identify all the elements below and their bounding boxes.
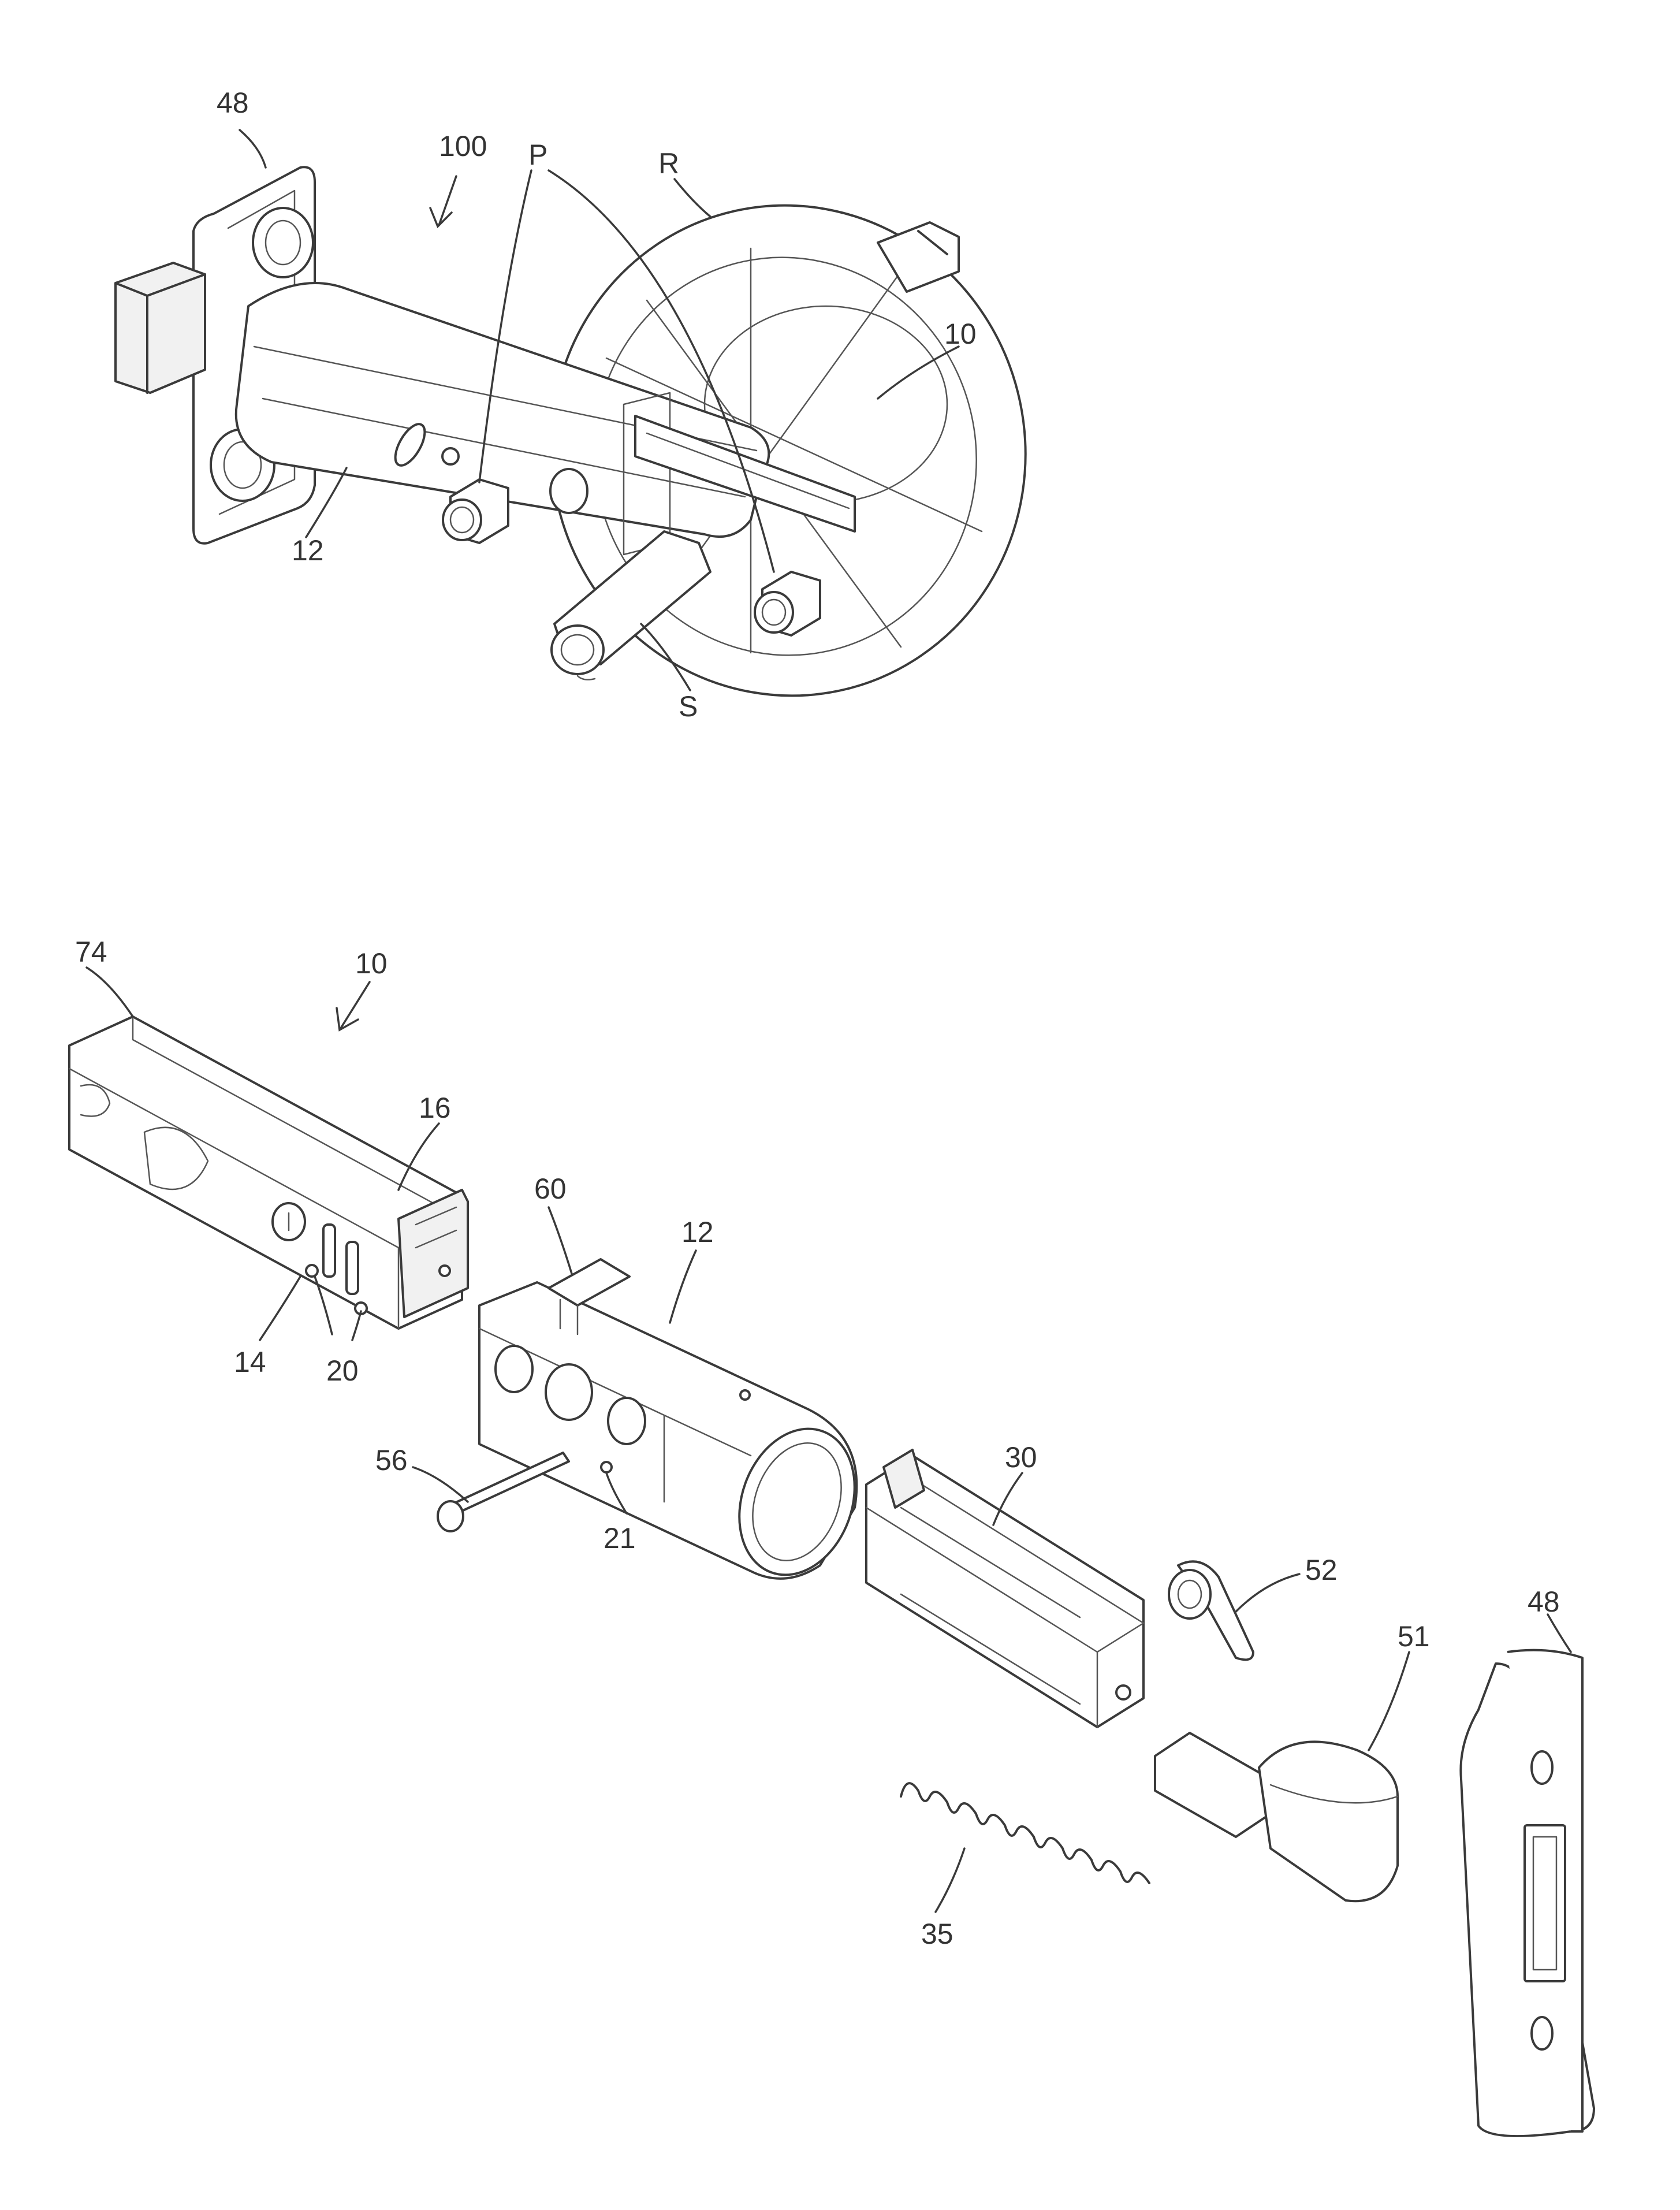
leader-60 bbox=[549, 1207, 572, 1274]
label-20: 20 bbox=[326, 1355, 359, 1387]
leader-r bbox=[675, 179, 710, 217]
label-10-top: 10 bbox=[944, 318, 977, 350]
frame-74 bbox=[69, 1017, 468, 1329]
leader-52 bbox=[1236, 1574, 1299, 1612]
leader-12-bottom bbox=[670, 1251, 696, 1323]
label-14: 14 bbox=[234, 1346, 266, 1378]
label-48-bottom: 48 bbox=[1528, 1586, 1560, 1618]
leader-14 bbox=[260, 1277, 300, 1340]
leader-35 bbox=[936, 1848, 964, 1912]
leader-48-bottom bbox=[1548, 1614, 1571, 1652]
cam-52 bbox=[1169, 1561, 1253, 1660]
label-21: 21 bbox=[604, 1522, 636, 1554]
label-74: 74 bbox=[75, 936, 107, 968]
label-56: 56 bbox=[375, 1444, 408, 1476]
label-s: S bbox=[679, 690, 698, 723]
label-12-bottom: 12 bbox=[681, 1216, 714, 1248]
label-10-bottom: 10 bbox=[355, 947, 388, 980]
faceplate-bottom bbox=[1461, 1650, 1594, 2136]
label-p: P bbox=[528, 139, 547, 171]
bolt-51 bbox=[1155, 1733, 1398, 1901]
label-30: 30 bbox=[1005, 1441, 1037, 1474]
leader-56 bbox=[413, 1467, 468, 1502]
leader-48-top bbox=[240, 130, 266, 168]
label-35: 35 bbox=[921, 1918, 953, 1950]
leader-74 bbox=[87, 968, 133, 1017]
label-100: 100 bbox=[439, 130, 487, 162]
figure-bottom-exploded: 74 10 16 60 12 14 20 56 21 30 52 51 48 3… bbox=[69, 936, 1594, 2136]
leader-51 bbox=[1369, 1652, 1409, 1750]
retractor-30 bbox=[866, 1450, 1143, 1727]
label-48-top: 48 bbox=[217, 87, 249, 119]
label-r: R bbox=[658, 147, 679, 180]
housing-exploded bbox=[479, 1259, 874, 1591]
label-16: 16 bbox=[419, 1092, 451, 1124]
spring-35 bbox=[901, 1783, 1149, 1883]
bolt-top bbox=[116, 263, 205, 393]
figure-top-assembly: 48 100 P R 10 12 S bbox=[116, 87, 1071, 740]
label-60: 60 bbox=[534, 1173, 567, 1205]
label-52: 52 bbox=[1305, 1554, 1338, 1586]
label-51: 51 bbox=[1398, 1620, 1430, 1653]
leader-20-b bbox=[352, 1311, 361, 1340]
label-12-top: 12 bbox=[292, 534, 324, 567]
